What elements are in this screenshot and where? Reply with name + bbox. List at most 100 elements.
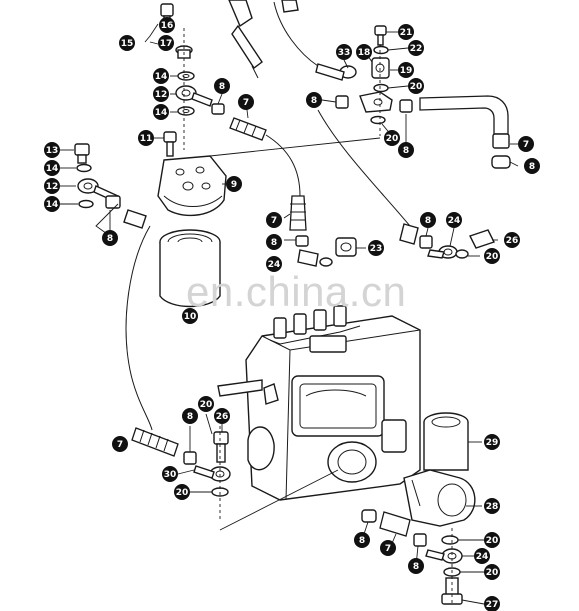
callout-label: 24 bbox=[448, 216, 461, 226]
primer-pump-29 bbox=[423, 412, 469, 471]
watermark-text: en.china.cn bbox=[186, 268, 407, 315]
fuel-hose-7-mid bbox=[289, 195, 307, 231]
callout-label: 33 bbox=[338, 48, 351, 58]
tee-fitting bbox=[359, 91, 393, 113]
callout-label: 20 bbox=[386, 134, 399, 144]
callout-marker: 21 bbox=[398, 24, 414, 40]
callout-label: 13 bbox=[46, 146, 59, 156]
washer-14-left-1 bbox=[76, 163, 92, 173]
callout-label: 20 bbox=[176, 488, 189, 498]
callout-marker: 8 bbox=[398, 142, 414, 158]
fuel-hose-7-low bbox=[131, 427, 179, 457]
callout-marker: 18 bbox=[356, 44, 372, 60]
callout-marker: 8 bbox=[524, 158, 540, 174]
callout-marker: 24 bbox=[266, 256, 282, 272]
callout-marker: 12 bbox=[44, 178, 60, 194]
callout-label: 7 bbox=[271, 216, 277, 226]
callout-marker: 20 bbox=[198, 396, 214, 412]
callout-marker: 14 bbox=[44, 160, 60, 176]
callout-label: 12 bbox=[155, 90, 168, 100]
callout-marker: 7 bbox=[266, 212, 282, 228]
callout-marker: 7 bbox=[112, 436, 128, 452]
callout-marker: 9 bbox=[226, 176, 242, 192]
callout-marker: 20 bbox=[174, 484, 190, 500]
callout-marker: 26 bbox=[504, 232, 520, 248]
clamp-8-left bbox=[105, 195, 121, 209]
callout-label: 14 bbox=[46, 200, 59, 210]
injector-nozzle-top bbox=[228, 0, 299, 79]
bolt-26-right bbox=[469, 229, 495, 249]
callout-marker: 16 bbox=[159, 17, 175, 33]
washer-20-right-mid bbox=[455, 249, 469, 259]
callout-label: 26 bbox=[506, 236, 519, 246]
callout-label: 8 bbox=[311, 96, 317, 106]
callout-label: 8 bbox=[187, 412, 193, 422]
callout-marker: 27 bbox=[484, 596, 500, 611]
callout-marker: 7 bbox=[238, 94, 254, 110]
callout-marker: 20 bbox=[384, 130, 400, 146]
callout-label: 8 bbox=[359, 536, 365, 546]
bolt-21 bbox=[374, 25, 387, 46]
callout-marker: 7 bbox=[380, 540, 396, 556]
sensor-23 bbox=[335, 237, 357, 257]
callout-label: 8 bbox=[107, 234, 113, 244]
fitting-24-mid bbox=[297, 249, 333, 267]
callout-label: 20 bbox=[486, 568, 499, 578]
callout-label: 14 bbox=[155, 72, 168, 82]
callout-label: 14 bbox=[155, 108, 168, 118]
callout-label: 20 bbox=[410, 82, 423, 92]
callout-label: 8 bbox=[413, 562, 419, 572]
banjo-fitting-12-top bbox=[175, 85, 213, 107]
callout-marker: 7 bbox=[518, 136, 534, 152]
callout-marker: 14 bbox=[153, 68, 169, 84]
callout-marker: 14 bbox=[44, 196, 60, 212]
callout-marker: 30 bbox=[162, 466, 178, 482]
callout-marker: 20 bbox=[484, 532, 500, 548]
clamp-8-low-center bbox=[361, 509, 377, 523]
callout-marker: 14 bbox=[153, 104, 169, 120]
callout-label: 28 bbox=[486, 502, 499, 512]
callout-marker: 23 bbox=[368, 240, 384, 256]
callout-label: 9 bbox=[231, 180, 237, 190]
callout-marker: 8 bbox=[266, 234, 282, 250]
clamp-8-right-end bbox=[491, 155, 511, 169]
fuel-filter-10 bbox=[159, 229, 221, 308]
callout-label: 12 bbox=[46, 182, 59, 192]
return-hose-7 bbox=[419, 95, 510, 149]
callout-label: 20 bbox=[486, 252, 499, 262]
washer-20-under-tee bbox=[370, 115, 386, 125]
clamp-8-low-left bbox=[183, 451, 197, 465]
feed-pump-28 bbox=[403, 469, 476, 527]
callout-label: 7 bbox=[117, 440, 123, 450]
callout-marker: 8 bbox=[354, 532, 370, 548]
callout-label: 22 bbox=[410, 44, 423, 54]
callout-marker: 33 bbox=[336, 44, 352, 60]
callout-marker: 12 bbox=[153, 86, 169, 102]
clamp-8-right-mid bbox=[419, 235, 433, 249]
callout-marker: 13 bbox=[44, 142, 60, 158]
callout-label: 8 bbox=[271, 238, 277, 248]
callout-marker: 20 bbox=[408, 78, 424, 94]
banjo-24-bottom bbox=[425, 548, 463, 564]
fuel-hose-7-bottom bbox=[379, 511, 411, 537]
washer-20-bottom-1 bbox=[441, 535, 459, 545]
washer-22 bbox=[373, 45, 389, 55]
callout-label: 14 bbox=[46, 164, 59, 174]
callout-marker: 10 bbox=[182, 308, 198, 324]
callout-label: 19 bbox=[400, 66, 413, 76]
callout-label: 26 bbox=[216, 412, 229, 422]
callout-label: 21 bbox=[400, 28, 413, 38]
callout-label: 7 bbox=[523, 140, 529, 150]
banjo-33 bbox=[315, 63, 357, 81]
callout-label: 8 bbox=[403, 146, 409, 156]
callout-label: 7 bbox=[385, 544, 391, 554]
callout-marker: 8 bbox=[420, 212, 436, 228]
callout-label: 23 bbox=[370, 244, 383, 254]
callout-marker: 26 bbox=[214, 408, 230, 424]
bolt-13 bbox=[74, 143, 90, 164]
callout-marker: 8 bbox=[102, 230, 118, 246]
callout-marker: 19 bbox=[398, 62, 414, 78]
callout-label: 15 bbox=[121, 39, 134, 49]
callout-marker: 8 bbox=[306, 92, 322, 108]
